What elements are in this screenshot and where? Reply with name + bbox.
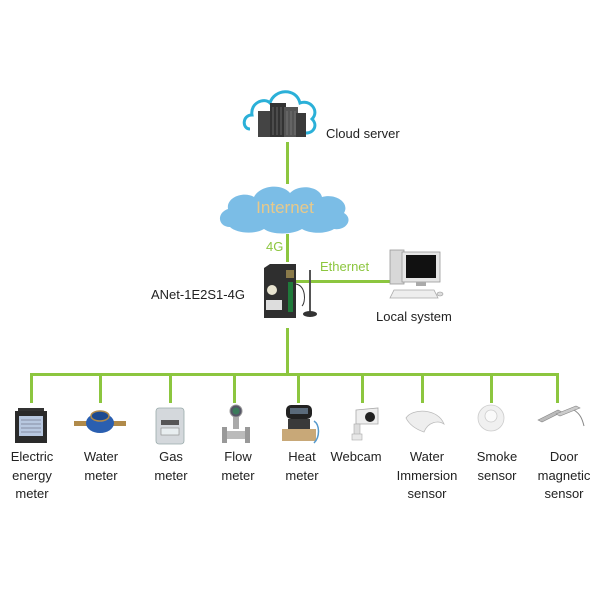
smoke-sensor-icon	[476, 403, 506, 433]
link-cloud-to-internet	[286, 142, 289, 184]
cloud-server-icon	[242, 85, 320, 141]
link-internet-to-gateway	[286, 234, 289, 262]
cloud-server-label: Cloud server	[326, 126, 400, 141]
webcam-icon	[350, 406, 382, 442]
link-gateway-to-local-system	[296, 280, 391, 283]
drop-line	[490, 373, 493, 403]
drop-line	[556, 373, 559, 403]
drop-line	[99, 373, 102, 403]
drop-line	[297, 373, 300, 403]
device-label-heat-meter: Heat meter	[285, 449, 319, 483]
device-bus	[30, 373, 558, 376]
drop-line	[361, 373, 364, 403]
ethernet-label: Ethernet	[320, 259, 370, 274]
water-meter-icon	[72, 408, 128, 436]
device-label-smoke-sensor: Smoke sensor	[476, 449, 518, 483]
electric-meter-icon	[14, 408, 48, 444]
device-label-flow-meter: Flow meter	[221, 449, 255, 483]
local-system-label: Local system	[376, 309, 452, 324]
desktop-computer-icon	[386, 246, 446, 302]
uplink-4g-label: 4G	[266, 239, 284, 254]
device-label-webcam: Webcam	[330, 449, 382, 464]
internet-cloud-icon	[216, 183, 354, 235]
drop-line	[233, 373, 236, 403]
device-label-gas-meter: Gas meter	[154, 449, 188, 483]
flow-meter-icon	[220, 403, 252, 447]
device-label-water-meter: Water meter	[83, 449, 119, 483]
link-gateway-to-bus	[286, 328, 289, 374]
gateway-label: ANet-1E2S1-4G	[151, 287, 245, 302]
gateway-device-icon	[262, 262, 322, 322]
device-label-door-magnetic-sensor: Door magnetic sensor	[537, 449, 591, 501]
drop-line	[169, 373, 172, 403]
internet-label: Internet	[256, 198, 314, 217]
device-label-electric-energy-meter: Electric energy meter	[10, 449, 54, 501]
water-immersion-sensor-icon	[404, 408, 446, 434]
gas-meter-icon	[153, 406, 187, 446]
drop-line	[30, 373, 33, 403]
door-magnetic-sensor-icon	[536, 404, 586, 430]
drop-line	[421, 373, 424, 403]
heat-meter-icon	[280, 403, 324, 447]
device-label-water-immersion-sensor: Water Immersion sensor	[396, 449, 458, 501]
